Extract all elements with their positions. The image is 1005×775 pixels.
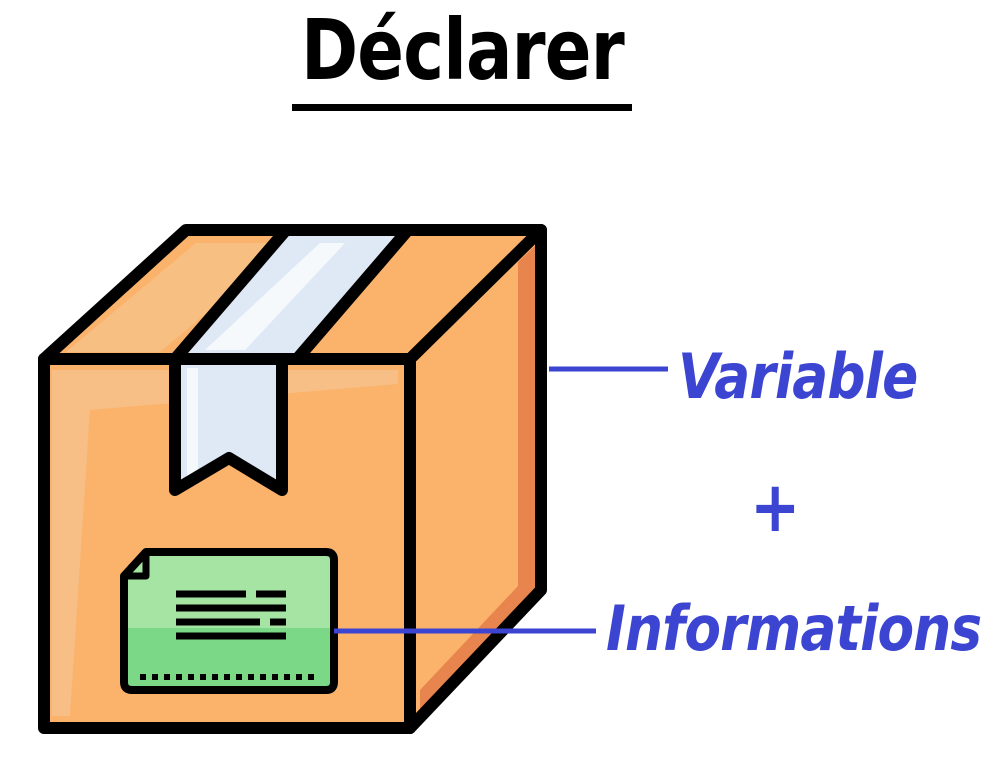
tape-front: [175, 359, 282, 490]
label-variable: Variable: [678, 340, 918, 413]
box-top-highlight: [66, 243, 290, 352]
tape-outline-top-left: [169, 224, 292, 365]
label-informations: Informations: [606, 592, 982, 665]
label-plus: +: [750, 466, 800, 548]
cardboard-box-icon: [38, 224, 547, 734]
tape-top-highlight: [205, 243, 345, 350]
tape-outline-top-right: [291, 224, 414, 365]
tape-outline-front: [169, 353, 288, 496]
title-underline: [292, 104, 632, 111]
page-title: Déclarer: [300, 1, 625, 99]
label-card-outline: [120, 548, 338, 694]
shipping-label-icon: [120, 548, 338, 694]
box-outline-side: [404, 224, 547, 734]
box-front-highlight: [52, 370, 398, 716]
tape-front-highlight: [187, 368, 198, 478]
box-outline-top: [38, 224, 547, 365]
box-side-shade: [420, 240, 541, 716]
label-card-fold: [124, 552, 150, 580]
